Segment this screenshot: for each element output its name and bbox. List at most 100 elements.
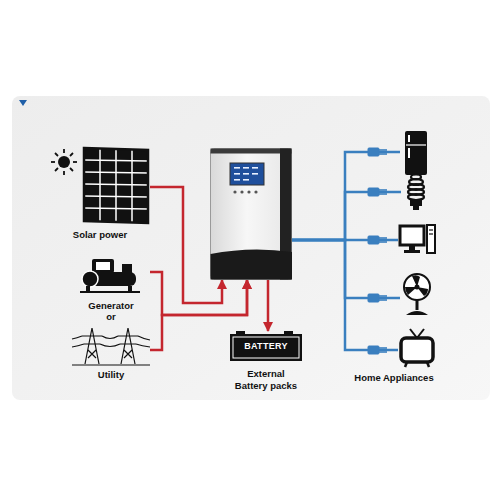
symbol-part <box>211 149 292 280</box>
symbol-part <box>73 161 77 163</box>
symbol-part <box>72 328 150 365</box>
drawing-part <box>379 189 387 191</box>
drawing-part <box>368 148 379 156</box>
symbol-part <box>70 168 73 171</box>
fridge-icon <box>400 130 432 176</box>
plug-symbol <box>368 188 387 196</box>
symbol-part <box>408 148 410 158</box>
symbol-part <box>240 190 243 193</box>
panel <box>12 96 490 400</box>
symbol-part <box>233 190 257 193</box>
symbol-part <box>247 190 250 193</box>
drawing-part <box>379 193 387 195</box>
drawing-part <box>379 149 387 151</box>
symbol-part <box>84 172 148 173</box>
node-label: Utility <box>72 369 150 381</box>
symbol-part <box>409 245 415 250</box>
symbol-part <box>55 168 58 171</box>
symbol-part <box>252 173 258 175</box>
symbol-part <box>51 161 55 163</box>
symbol-part <box>404 250 420 253</box>
plug-symbols <box>368 148 387 354</box>
symbol-part <box>84 160 148 161</box>
utility-grid-symbol <box>72 326 150 366</box>
symbol-part <box>234 173 240 175</box>
symbol-part <box>404 274 430 300</box>
power-line <box>292 192 401 240</box>
group-label: Home Appliances <box>344 372 444 384</box>
solar-panel-symbol <box>50 145 150 225</box>
hybrid-inverter-symbol <box>210 148 292 280</box>
node-label: Solar power <box>50 229 150 241</box>
symbol-part <box>70 153 73 156</box>
symbol-part <box>122 264 132 273</box>
symbol-part <box>82 271 98 287</box>
symbol-part <box>416 300 419 310</box>
symbol-part <box>415 285 420 290</box>
symbol-part <box>84 148 148 223</box>
symbol-part <box>400 226 424 245</box>
symbol-part <box>211 149 292 154</box>
fan-icon-symbol <box>400 272 434 316</box>
symbol-part <box>80 291 140 293</box>
symbol-part <box>413 206 419 210</box>
fan-icon <box>400 272 434 316</box>
connector-word: or <box>72 311 150 323</box>
symbol-part <box>408 175 424 201</box>
plug-symbol <box>368 148 387 156</box>
generator: Generator <box>72 256 150 312</box>
drawing-part <box>379 241 387 243</box>
symbol-part <box>63 149 65 153</box>
symbol-part <box>234 179 240 181</box>
symbol-part <box>72 336 150 347</box>
drawing-part <box>379 295 387 297</box>
symbol-part <box>243 167 249 169</box>
symbol-part <box>233 190 236 193</box>
tv-icon-symbol <box>398 328 436 368</box>
symbol-part <box>234 167 258 181</box>
symbol-part <box>58 156 70 168</box>
plug-symbol <box>368 294 387 302</box>
drawing-part <box>379 347 387 349</box>
node-caption: External Battery packs <box>230 368 302 391</box>
symbol-part <box>429 233 433 234</box>
power-line <box>292 152 400 240</box>
drawing-part <box>379 351 387 353</box>
symbol-part <box>429 229 433 230</box>
bulb-icon <box>401 172 431 212</box>
symbol-part <box>405 362 407 367</box>
node-label: Generator <box>72 300 150 312</box>
symbol-part <box>243 179 249 181</box>
power-line <box>267 280 270 331</box>
symbol-part <box>211 249 293 279</box>
computer-icon-symbol <box>398 222 436 258</box>
symbol-part <box>84 149 148 222</box>
symbol-part <box>55 153 58 156</box>
symbol-part <box>401 338 433 362</box>
plug-symbol <box>368 236 387 244</box>
symbol-part <box>230 163 264 185</box>
symbol-part <box>427 362 429 367</box>
drawing-part <box>368 236 379 244</box>
symbol-part <box>406 311 428 315</box>
symbol-part <box>408 135 410 142</box>
symbol-part <box>405 275 428 296</box>
symbol-part <box>82 328 102 364</box>
symbol-part <box>254 190 257 193</box>
drawing-part <box>368 188 379 196</box>
bulb-icon-symbol <box>401 172 431 212</box>
symbol-part <box>84 184 148 185</box>
symbol-part <box>230 334 302 361</box>
drawing-part <box>379 153 387 155</box>
symbol-part <box>84 196 148 197</box>
symbol-part <box>51 149 77 175</box>
symbol-part <box>408 194 424 200</box>
symbol-part <box>410 200 422 206</box>
symbol-part <box>405 131 427 175</box>
utility-grid: Utility <box>72 326 150 382</box>
drawing-part <box>379 237 387 239</box>
symbol-part <box>72 364 150 365</box>
hybrid-inverter <box>210 148 292 280</box>
symbol-part <box>84 208 148 209</box>
